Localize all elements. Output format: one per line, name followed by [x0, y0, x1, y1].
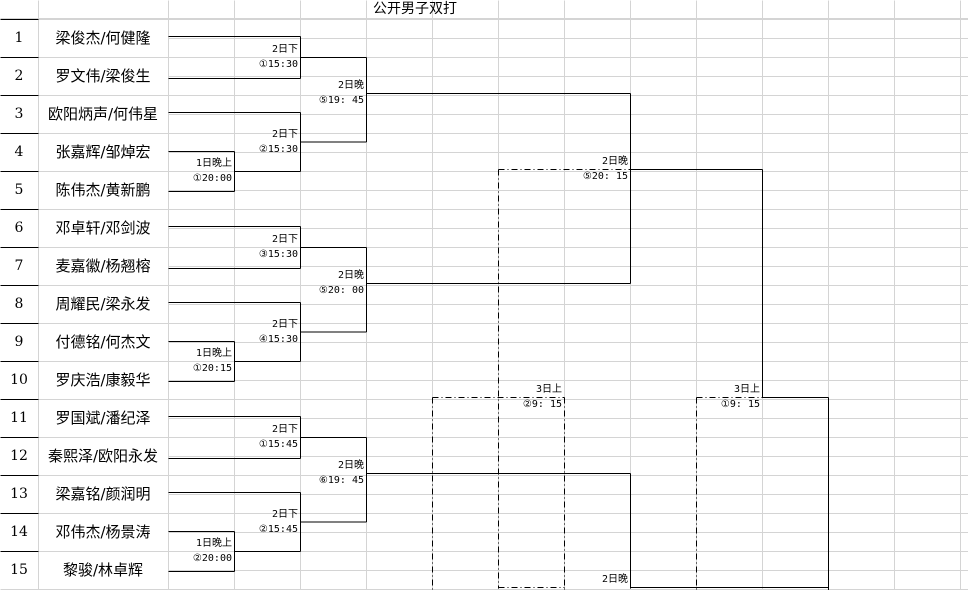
- match-r2-6-7-day: 2日下: [271, 234, 298, 245]
- player-pair: 欧阳炳声/何伟星: [47, 105, 159, 123]
- player-pair: 黎骏/林卓辉: [62, 561, 144, 579]
- row-number: 9: [14, 334, 24, 350]
- match-r1-14-15-day: 1日晚上: [195, 538, 232, 549]
- row-number: 4: [14, 144, 24, 160]
- row-number: 6: [14, 220, 24, 236]
- row-number: 7: [14, 258, 24, 274]
- row-number: 2: [14, 68, 24, 84]
- row-number: 13: [10, 486, 28, 502]
- row-number: 15: [10, 562, 28, 578]
- player-pair: 邓伟杰/杨景涛: [55, 523, 151, 541]
- match-qf-b-time: ⑤20: 00: [318, 285, 364, 296]
- player-pair: 周耀民/梁永发: [55, 295, 151, 313]
- match-r1-9-10-day: 1日晚上: [195, 348, 232, 359]
- player-pair: 张嘉辉/邹焯宏: [55, 143, 151, 161]
- match-qf-c-time: ⑥19: 45: [318, 475, 364, 486]
- match-r1-4-5-day: 1日晚上: [195, 158, 232, 169]
- player-pair: 秦熙泽/欧阳永发: [47, 447, 159, 465]
- match-r2-13-14-day: 2日下: [271, 508, 298, 520]
- row-number: 10: [10, 372, 28, 388]
- match-r1-4-5-time: ①20:00: [192, 173, 232, 184]
- match-r2-11-12-day: 2日下: [271, 424, 298, 435]
- sheet-title: 公开男子双打: [373, 1, 457, 17]
- match-r2-6-7-time: ③15:30: [258, 249, 298, 260]
- match-r2-3-4-time: ②15:30: [258, 143, 298, 155]
- match-r1-14-15-time: ②20:00: [192, 553, 232, 564]
- player-pair: 梁嘉铭/颜润明: [55, 485, 151, 503]
- row-number: 8: [14, 296, 24, 312]
- match-r2-1-2-time: ①15:30: [258, 59, 298, 70]
- row-number: 12: [10, 448, 28, 464]
- player-pair: 罗国斌/潘纪泽: [55, 409, 151, 427]
- match-final-day: 3日上: [733, 384, 760, 395]
- match-r1-9-10-time: ①20:15: [192, 363, 232, 374]
- row-number: 5: [14, 182, 24, 198]
- match-r2-11-12-time: ①15:45: [258, 439, 298, 450]
- player-pair: 麦嘉徽/杨翘榕: [55, 257, 151, 275]
- row-borders: [0, 19, 39, 552]
- match-qf-a-day: 2日晚: [337, 80, 364, 91]
- row-number: 1: [14, 30, 24, 46]
- match-sf-top-day: 2日晚: [601, 156, 628, 167]
- match-sf-bottom-day: 2日晚: [601, 574, 628, 585]
- match-r2-8-9-day: 2日下: [271, 318, 298, 330]
- match-r2-3-4-day: 2日下: [271, 128, 298, 140]
- match-final-time: ①9: 15: [720, 399, 760, 410]
- match-third-place-time: ②9: 15: [522, 399, 562, 410]
- row-number: 3: [14, 106, 24, 122]
- row-number: 11: [10, 410, 28, 426]
- match-r2-13-14-time: ②15:45: [258, 523, 298, 535]
- match-qf-a-time: ⑤19: 45: [318, 95, 364, 106]
- match-r2-8-9-time: ④15:30: [258, 333, 298, 345]
- match-third-place-day: 3日上: [535, 384, 562, 395]
- match-qf-b-day: 2日晚: [337, 270, 364, 281]
- player-pair: 邓卓轩/邓剑波: [55, 219, 151, 237]
- player-pair: 罗庆浩/康毅华: [55, 371, 151, 389]
- player-pair: 罗文伟/梁俊生: [55, 67, 151, 85]
- player-pair: 陈伟杰/黄新鹏: [55, 181, 151, 199]
- match-sf-top-time: ⑤20: 15: [582, 171, 628, 182]
- bracket-dashed-lines: [432, 169, 763, 590]
- player-pair: 梁俊杰/何健隆: [55, 29, 151, 47]
- player-pair: 付德铭/何杰文: [55, 333, 151, 351]
- row-number: 14: [10, 524, 28, 540]
- match-qf-c-day: 2日晚: [337, 460, 364, 471]
- match-r2-1-2-day: 2日下: [271, 44, 298, 55]
